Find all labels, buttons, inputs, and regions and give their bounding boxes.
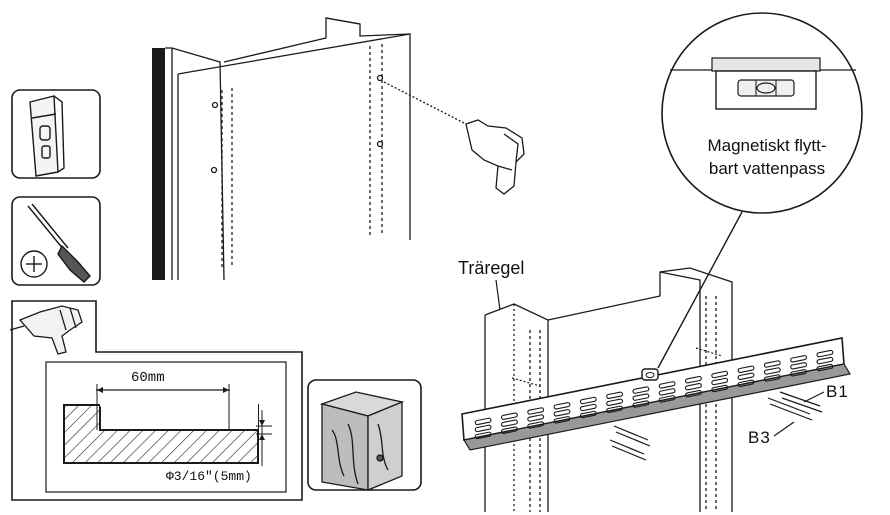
- plate-slot: [816, 363, 834, 372]
- plate-slot: [474, 424, 492, 433]
- plate-slot: [579, 403, 597, 412]
- wood-block-icon: [307, 379, 422, 491]
- bolt-b1-label: B1: [826, 382, 849, 401]
- plate-slot: [816, 356, 834, 365]
- plate-slot: [790, 362, 808, 370]
- plate-slot: [553, 409, 571, 417]
- plate-slot: [553, 402, 571, 410]
- stud-finder-icon: [11, 89, 101, 179]
- plate-slot: [527, 414, 545, 422]
- plate-slot: [711, 370, 729, 379]
- plate-slot: [606, 405, 624, 414]
- plate-slot: [737, 372, 755, 381]
- plate-slot: [579, 396, 597, 405]
- drill-diameter-label: Φ3/16"(5mm): [166, 469, 252, 484]
- stud-label: Träregel: [458, 258, 525, 278]
- plate-slot: [790, 369, 808, 377]
- plate-slot: [711, 377, 729, 386]
- plate-slot: [527, 421, 545, 429]
- plate-slot: [500, 412, 518, 420]
- plate-slot: [684, 389, 702, 398]
- plate-slot: [737, 365, 755, 374]
- drill-icon: [9, 305, 83, 355]
- plate-slot: [474, 431, 492, 440]
- plate-slot: [684, 375, 702, 384]
- magnetic-level-label-line2: bart vattenpass: [708, 159, 826, 178]
- plate-slot: [606, 398, 624, 407]
- plate-slot: [579, 410, 597, 419]
- plate-slot: [632, 400, 650, 408]
- drill-depth-label: 60mm: [131, 370, 165, 386]
- plate-slot: [553, 416, 571, 424]
- plate-slot: [763, 374, 781, 382]
- plate-slot: [763, 360, 781, 368]
- wall-plate: [461, 337, 851, 451]
- screwdriver-icon: [11, 196, 101, 286]
- plate-slot: [632, 386, 650, 394]
- plate-slot: [816, 349, 834, 358]
- bolt-b3-label: B3: [748, 428, 771, 447]
- plate-slot: [606, 391, 624, 400]
- plate-slot: [474, 417, 492, 426]
- plate-slot: [658, 381, 676, 389]
- lag-bolts: [511, 347, 825, 461]
- plate-slot: [684, 382, 702, 391]
- plate-slot: [632, 393, 650, 401]
- stud-label-leader: [495, 279, 501, 311]
- drill-depth-panel: [11, 300, 303, 501]
- magnetic-level-label: Magnetiskt flytt- bart vattenpass: [672, 134, 862, 180]
- plate-slot: [711, 384, 729, 393]
- plate-slot: [500, 426, 518, 434]
- plate-slot: [790, 355, 808, 363]
- magnetic-level-zoom: [657, 12, 863, 369]
- plate-slot: [737, 379, 755, 388]
- plate-slot: [658, 388, 676, 396]
- plate-slot: [658, 395, 676, 403]
- magnetic-level-label-line1: Magnetiskt flytt-: [707, 136, 827, 155]
- plate-slot: [763, 367, 781, 375]
- plate-slot: [527, 407, 545, 415]
- plate-slot: [500, 419, 518, 427]
- stud-drilling-scene: [152, 17, 525, 281]
